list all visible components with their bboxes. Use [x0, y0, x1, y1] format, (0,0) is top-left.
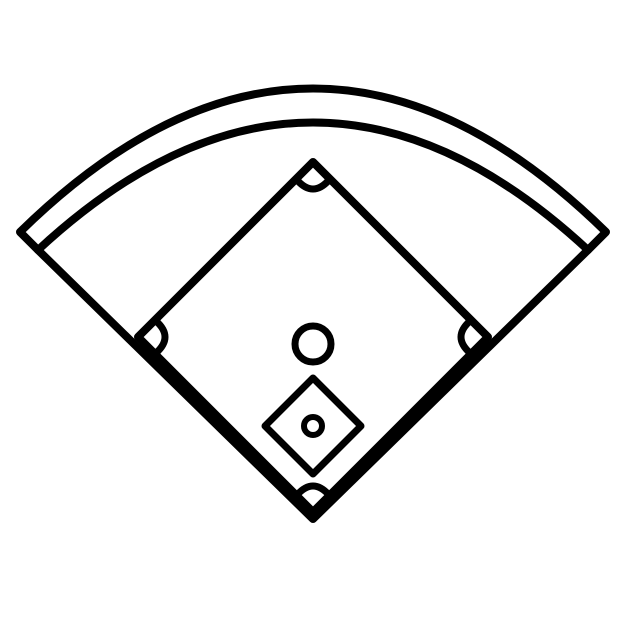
outfield-fence-outer — [16, 84, 610, 523]
infield-diamond — [134, 158, 492, 516]
home-plate-center-circle — [301, 414, 325, 438]
second-base-arc — [293, 176, 333, 193]
pitchers-mound-circle — [291, 322, 335, 366]
third-base-arc — [152, 317, 169, 357]
warning-track-arc — [34, 118, 592, 254]
first-base-arc — [457, 317, 474, 357]
batters-box-diamond — [261, 374, 365, 478]
home-plate-arc — [293, 482, 333, 499]
